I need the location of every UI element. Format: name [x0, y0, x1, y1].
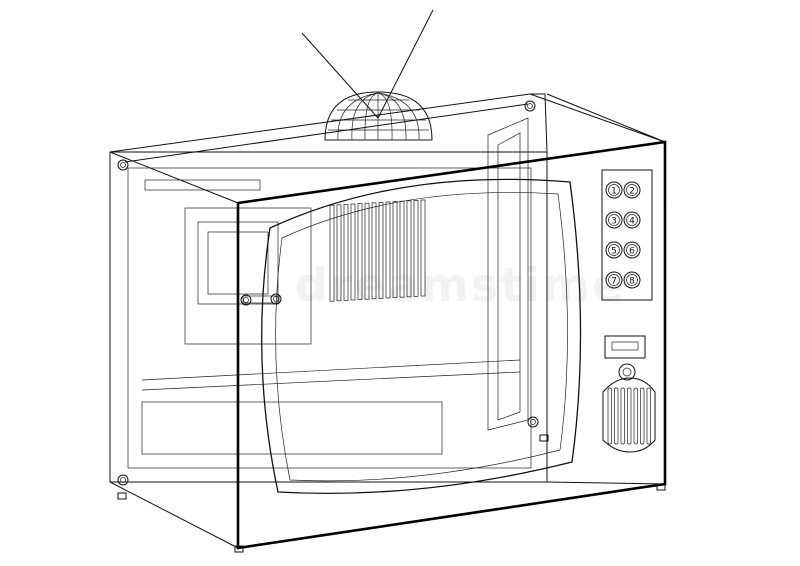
vent-slot [385, 201, 391, 299]
vent-slot [399, 200, 405, 298]
vent-slot [336, 204, 342, 302]
screw [117, 474, 129, 486]
vent-slot [378, 202, 384, 299]
vent-slot [406, 200, 412, 298]
panel-knob: 5 [605, 241, 623, 259]
panel-knob: 7 [605, 271, 623, 289]
speaker-slot [620, 387, 625, 445]
antenna [301, 9, 434, 141]
feet [117, 434, 666, 553]
screw [117, 159, 129, 171]
screws [117, 100, 539, 486]
knob-number: 1 [611, 187, 617, 197]
vent-slot [420, 199, 426, 297]
vent-slot [364, 202, 370, 300]
knob-number: 3 [611, 217, 617, 227]
panel-knob: 1 [605, 181, 623, 199]
screw [527, 416, 539, 428]
screw [524, 100, 536, 112]
panel-knob: 8 [623, 271, 641, 289]
vent-slot [343, 204, 349, 301]
panel-knob: 2 [623, 181, 641, 199]
back-bracket [242, 295, 280, 304]
vent-slot [329, 204, 335, 302]
speaker-slot [640, 387, 645, 445]
knob-number: 6 [629, 247, 635, 257]
panel-knob: 4 [623, 211, 641, 229]
speaker-slot [633, 387, 638, 445]
screw [270, 293, 282, 305]
panel-knob: 3 [605, 211, 623, 229]
vent-grille [329, 199, 426, 302]
vent-slot [357, 203, 363, 300]
speaker-slot [607, 387, 612, 445]
screw [240, 294, 252, 306]
back-box [109, 93, 666, 549]
speaker-slot [614, 387, 619, 445]
screen-outline [261, 178, 582, 495]
knob-number: 5 [611, 247, 617, 257]
knob-number: 4 [629, 217, 635, 227]
panel-knob: 6 [623, 241, 641, 259]
vent-slot [350, 203, 356, 301]
vent-slot [392, 201, 398, 298]
front-frame [236, 140, 667, 550]
knob-number: 7 [611, 277, 617, 287]
control-panel: 1 2 3 4 5 6 7 8 [601, 169, 653, 381]
knob-number: 2 [629, 187, 635, 197]
vent-slot [413, 200, 419, 297]
speaker [602, 377, 656, 453]
vent-slot [371, 202, 377, 300]
knob-number: 8 [629, 277, 635, 287]
speaker-slot [646, 387, 651, 445]
speaker-slot [627, 387, 632, 445]
